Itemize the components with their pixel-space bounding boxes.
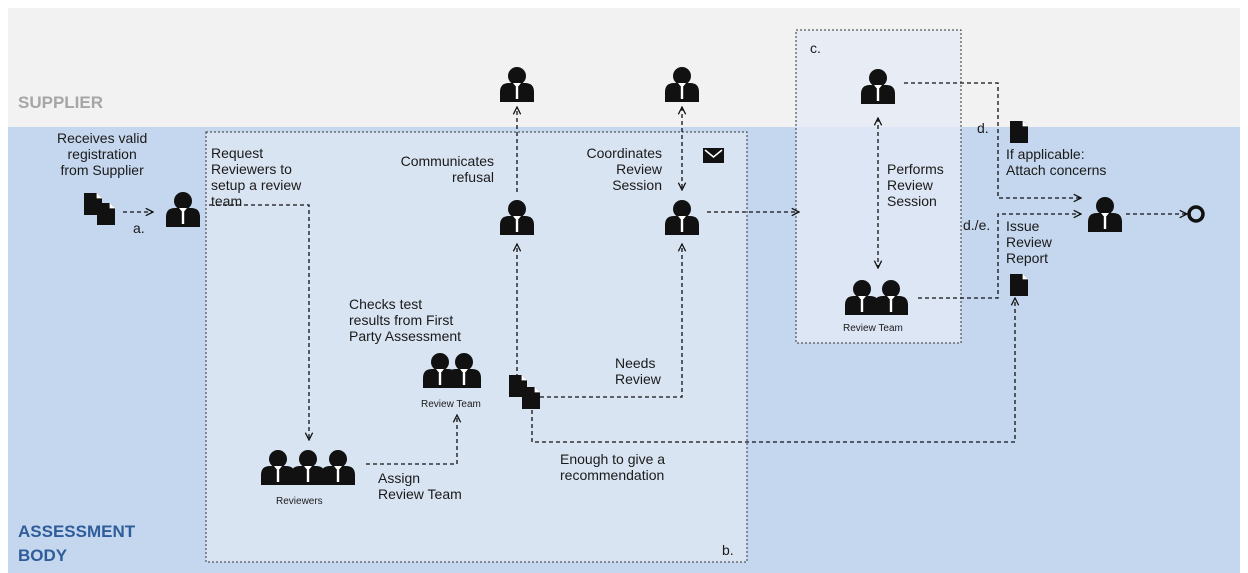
label-needs-review: Needs Review — [615, 355, 661, 387]
supplier-band — [8, 8, 1240, 127]
label-enough: Enough to give a recommendation — [560, 451, 666, 483]
label-de: d./e. — [963, 217, 991, 233]
label-if-applicable: If applicable: Attach concerns — [1006, 146, 1107, 178]
label-checks: Checks test results from First Party Ass… — [349, 296, 462, 344]
lane-supplier: SUPPLIER — [18, 93, 104, 112]
document-icon — [1009, 273, 1029, 297]
lane-assessment-body: ASSESSMENT BODY — [18, 522, 136, 565]
connector-request-reviewers — [209, 204, 309, 440]
label-coordinates: Coordinates Review Session — [586, 145, 663, 193]
label-review-team-session: Review Team — [843, 323, 903, 334]
envelope-icon — [703, 148, 724, 163]
label-a: a. — [133, 220, 145, 236]
label-issue: Issue Review Report — [1006, 218, 1052, 266]
box-b — [205, 131, 748, 563]
label-reviewers: Reviewers — [276, 496, 323, 507]
label-d: d. — [977, 120, 989, 136]
label-c: c. — [810, 40, 821, 56]
connector-needs-review — [540, 244, 682, 398]
label-request: Request Reviewers to setup a review team — [211, 145, 302, 209]
label-performs: Performs Review Session — [887, 161, 944, 209]
label-assign: Assign Review Team — [378, 470, 462, 502]
label-communicates: Communicates refusal — [400, 153, 494, 185]
document-icon — [1009, 120, 1029, 144]
label-review-team-checks: Review Team — [421, 399, 481, 410]
label-receives: Receives valid registration from Supplie… — [57, 130, 148, 178]
connector-recommendation — [531, 298, 1015, 443]
label-b: b. — [722, 542, 734, 558]
group-icon — [261, 450, 355, 485]
end-circle-icon — [1187, 205, 1205, 223]
connector-assign-team — [366, 415, 457, 465]
connector-team-report — [918, 214, 1081, 299]
